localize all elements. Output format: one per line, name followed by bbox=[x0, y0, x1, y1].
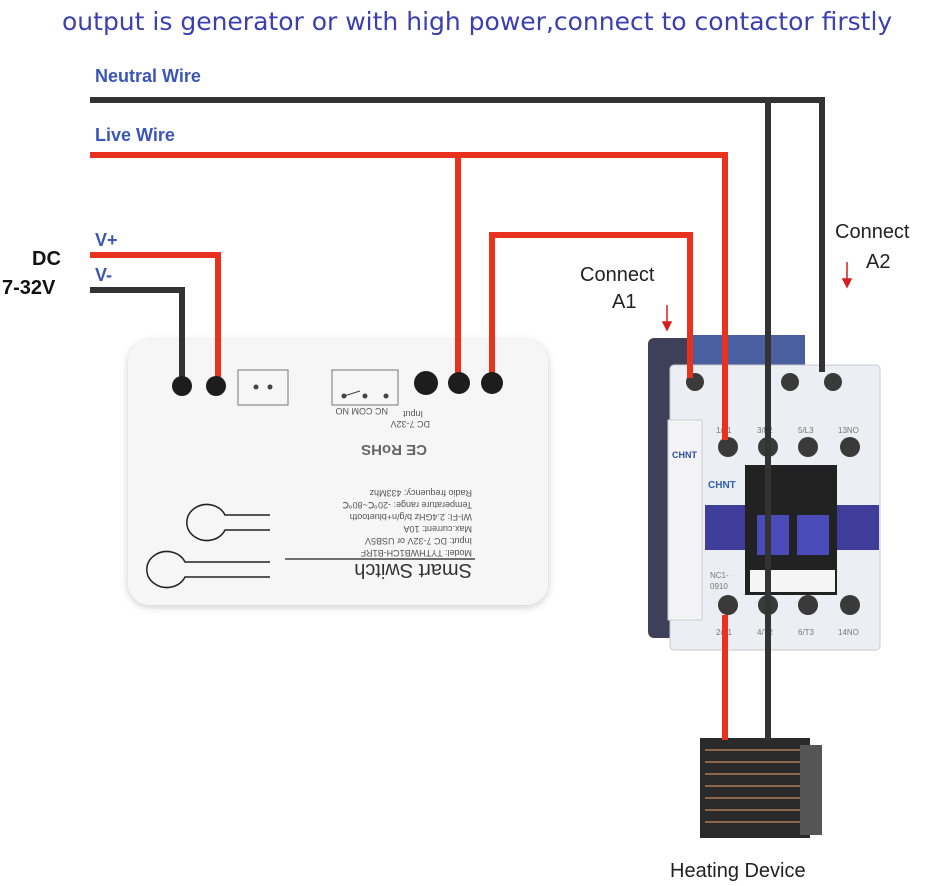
input-sub: Input bbox=[402, 409, 423, 419]
wires bbox=[90, 97, 825, 740]
arrow-down-icon bbox=[661, 305, 673, 332]
terminal-label: 14NO bbox=[838, 628, 859, 637]
smart-switch-title: Smart Switch bbox=[354, 559, 472, 581]
dc-label: DC bbox=[32, 248, 61, 270]
switch-terminals bbox=[172, 371, 503, 396]
model-label: NC1- bbox=[710, 571, 729, 580]
model-label: 0910 bbox=[710, 582, 728, 591]
voltage-label: 7-32V bbox=[2, 277, 56, 299]
neutral-wire bbox=[90, 97, 825, 372]
vplus-label: V+ bbox=[95, 230, 118, 250]
vminus-wire bbox=[90, 287, 185, 385]
brand-logo: CHNT bbox=[708, 480, 736, 491]
terminal-label: 6/T3 bbox=[798, 628, 815, 637]
terminal-label: 5/L3 bbox=[798, 426, 814, 435]
brand-label: CHNT bbox=[672, 450, 697, 460]
spec-line: Model: TYTHWB1CH-B1RF bbox=[360, 548, 472, 558]
connect-a2-label: Connect bbox=[835, 221, 910, 243]
spec-line: Max.current: 10A bbox=[403, 524, 472, 534]
vminus-label: V- bbox=[95, 265, 112, 285]
heating-device bbox=[700, 738, 822, 838]
connect-a1-sub: A1 bbox=[612, 291, 636, 313]
spec-line: Radio frequency: 433Mhz bbox=[369, 488, 472, 498]
live-wire bbox=[90, 152, 728, 440]
cert-marks: CE RoHS bbox=[361, 441, 427, 458]
live-wire-label: Live Wire bbox=[95, 125, 175, 145]
arrow-down-icon bbox=[841, 262, 853, 289]
heater-label: Heating Device bbox=[670, 860, 806, 882]
terminal-label: 13NO bbox=[838, 426, 859, 435]
smart-switch: DC 7-32V Input NC COM NO CE RoHS Radio f… bbox=[128, 340, 548, 605]
input-label: DC 7-32V bbox=[390, 419, 430, 429]
vplus-wire bbox=[90, 252, 221, 385]
relay-labels: NC COM NO bbox=[336, 406, 389, 416]
spec-line: Temperature range: -20℃~80℃ bbox=[342, 500, 472, 510]
connect-a2-sub: A2 bbox=[866, 251, 890, 273]
caption: output is generator or with high power,c… bbox=[62, 7, 893, 36]
button-outline-icon bbox=[146, 503, 270, 589]
spec-line: Input: DC 7-32V or USB5V bbox=[365, 536, 472, 546]
output-a1-wire bbox=[489, 232, 693, 382]
connect-a1-label: Connect bbox=[580, 264, 655, 286]
contactor: CHNT 1/L1 3/L2 5/L3 13NO 2/T1 4/T2 6/T3 … bbox=[648, 335, 881, 651]
neutral-wire-label: Neutral Wire bbox=[95, 66, 201, 86]
spec-line: WI-FI: 2.4GHz b/g/n+bluetooth bbox=[350, 512, 472, 522]
